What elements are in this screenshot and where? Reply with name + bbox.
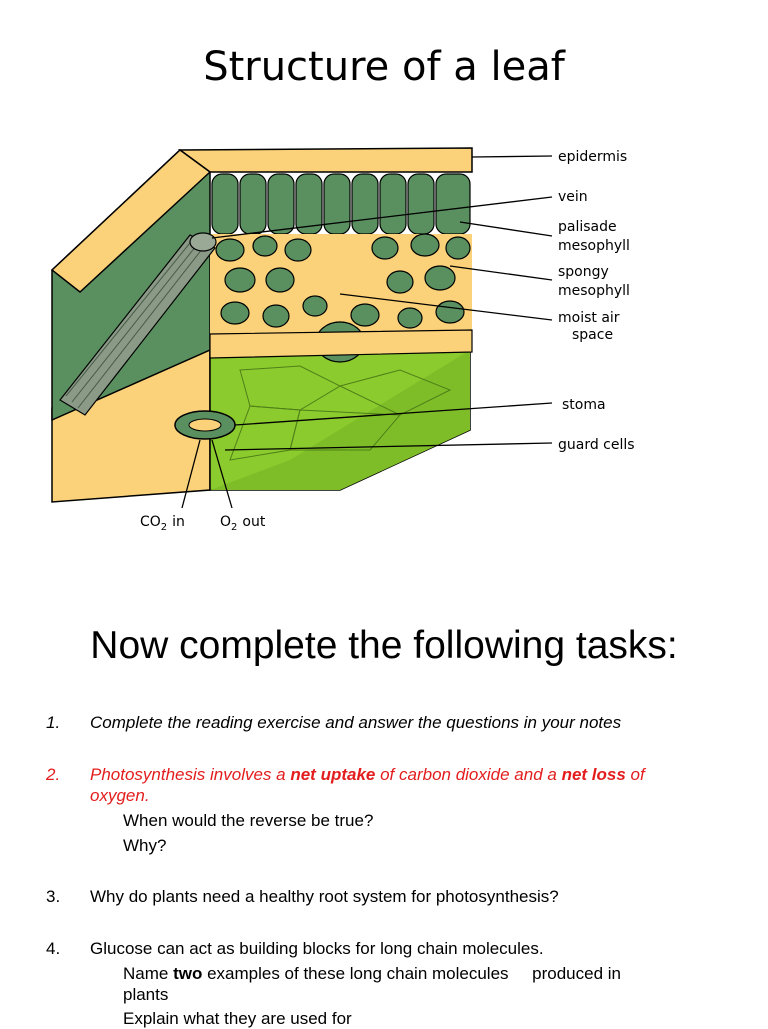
label-palisade-1: palisade — [558, 219, 617, 235]
net-loss-emphasis: net loss — [561, 765, 626, 784]
label-stoma: stoma — [562, 397, 606, 413]
label-guard-cells: guard cells — [558, 437, 635, 453]
label-air-2: space — [572, 327, 613, 343]
label-vein: vein — [558, 189, 588, 205]
left-epidermis — [50, 149, 212, 293]
palisade-cells — [211, 173, 471, 235]
label-spongy-1: spongy — [558, 264, 609, 280]
tasks-heading: Now complete the following tasks: — [90, 624, 678, 667]
vein-end — [189, 232, 217, 252]
leaf-diagram: epidermis vein palisade mesophyll spongy… — [40, 130, 680, 550]
task-2-sub-1: When would the reverse be true? — [123, 811, 374, 830]
stoma-pore — [188, 418, 222, 432]
task-2-sub-2: Why? — [123, 836, 167, 855]
lower-cell-lines — [229, 365, 452, 461]
task-4-sub: Name two examples of these long chain mo… — [123, 964, 621, 1004]
lower-green-right — [210, 330, 470, 490]
label-spongy-2: mesophyll — [558, 283, 630, 299]
vein-stripes — [65, 237, 207, 409]
label-air-1: moist air — [558, 310, 620, 326]
task-4-sub-explain: Explain what they are used for — [123, 1009, 352, 1028]
task-1-text: Complete the reading exercise and answer… — [90, 713, 622, 732]
page-title: Structure of a leaf — [203, 44, 565, 90]
task-3-number: 3. — [46, 887, 61, 906]
task-1-number: 1. — [46, 713, 61, 732]
label-palisade-2: mesophyll — [558, 238, 630, 254]
task-2-text: Photosynthesis involves a net uptake of … — [90, 765, 645, 805]
task-3-text: Why do plants need a healthy root system… — [90, 887, 559, 906]
task-4-number: 4. — [46, 939, 61, 958]
task-2-number: 2. — [46, 765, 61, 784]
leaf-cross-section-svg: epidermis vein palisade mesophyll spongy… — [50, 147, 635, 533]
label-epidermis: epidermis — [558, 149, 627, 165]
leader-lines — [181, 155, 553, 509]
top-epidermis — [177, 147, 473, 173]
vein-shape — [59, 234, 216, 416]
task-4-text: Glucose can act as building blocks for l… — [90, 939, 544, 958]
net-uptake-emphasis: net uptake — [290, 765, 376, 784]
two-emphasis: two — [173, 964, 203, 983]
lower-epidermis — [209, 329, 473, 359]
